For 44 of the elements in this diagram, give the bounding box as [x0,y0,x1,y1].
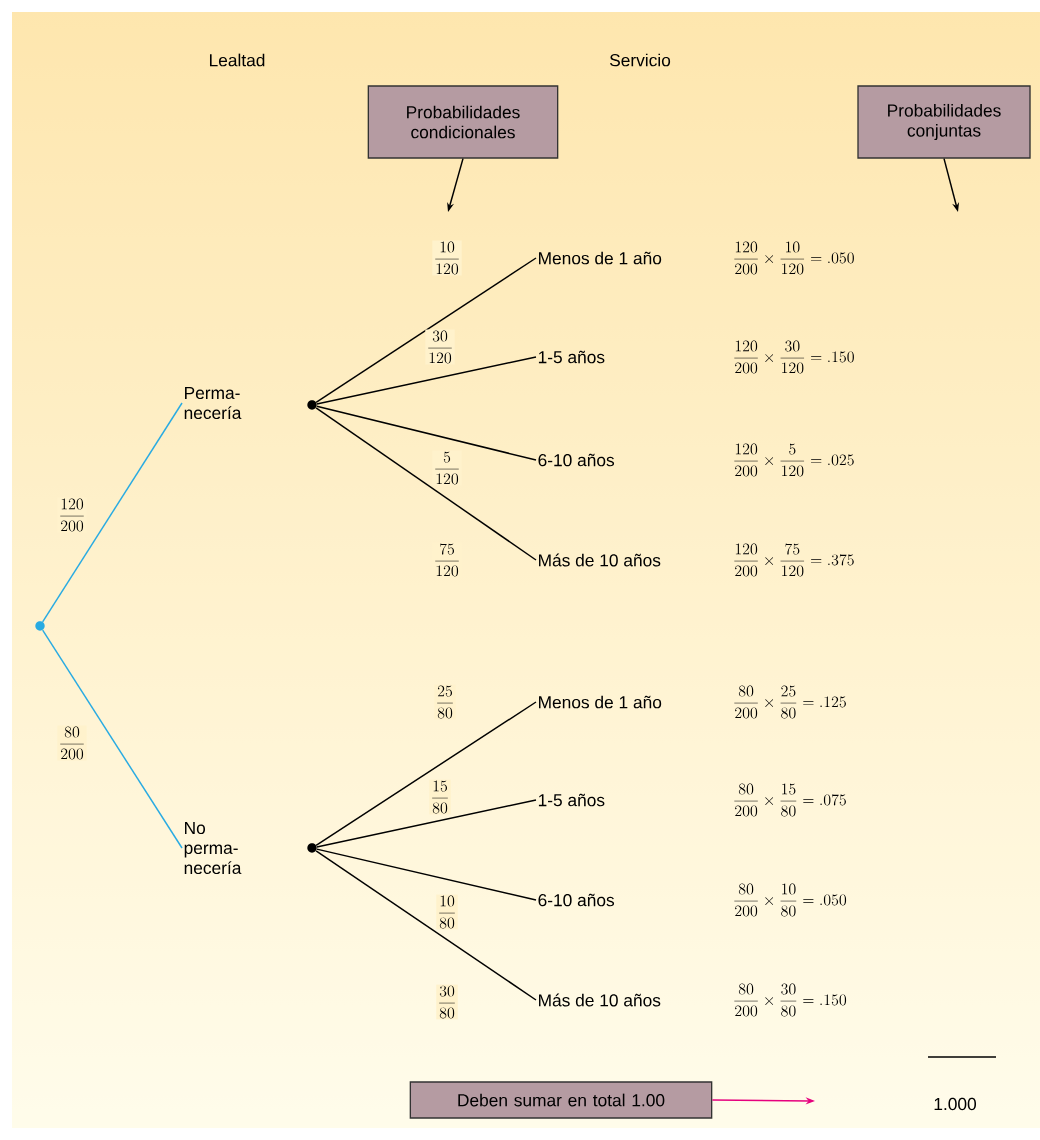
column-heading: Lealtad [210,53,265,67]
column-heading: Servicio [610,53,671,67]
branch-line [316,356,537,405]
branch-label: Menos de 1 año [539,695,662,709]
branch-label: Perma- necería [184,386,242,420]
edge-label: $\frac{5}{120}$ [432,450,462,486]
edge-label: $\frac{25}{80}$ [434,684,456,720]
edge-label: $\frac{75}{120}$ [432,542,462,578]
branch-label: 6-10 años [538,893,615,907]
product-formula: $\frac{80}{200} \times \frac{25}{80} = .125$ [734,685,846,719]
total-value: 1.000 [934,1097,976,1111]
branch-line [315,407,537,561]
edge-label: $\frac{30}{120}$ [425,329,455,365]
edge-label: $\frac{120}{200}$ [57,497,87,533]
branch-label: 1-5 años [538,350,605,364]
branch-line [315,701,537,847]
note-box: Probabilidades conjuntas [857,85,1031,159]
note-box: Probabilidades condicionales [367,85,559,159]
product-formula: $\frac{120}{200} \times \frac{30}{120} = .150$ [734,340,854,374]
branch-line [41,629,183,849]
edge-label: $\frac{15}{80}$ [429,779,451,815]
edge-label: $\frac{10}{120}$ [432,240,462,276]
product-formula: $\frac{120}{200} \times \frac{75}{120} = .375$ [734,543,854,577]
edge-label: $\frac{30}{80}$ [436,984,458,1020]
branch-label: 1-5 años [538,793,605,807]
product-formula: $\frac{80}{200} \times \frac{15}{80} = .075$ [734,783,846,817]
product-formula: $\frac{120}{200} \times \frac{10}{120} = .050$ [734,241,854,275]
branch-line [315,257,537,404]
branch-label: No perma- necería [184,821,242,875]
branch-line [316,405,537,461]
edge-label: $\frac{80}{200}$ [57,725,87,761]
branch-line [41,402,183,623]
product-formula: $\frac{80}{200} \times \frac{30}{80} = .150$ [734,983,847,1017]
branch-label: Más de 10 años [539,993,661,1007]
product-formula: $\frac{80}{200} \times \frac{10}{80} = .050$ [734,883,847,917]
branch-label: 6-10 años [538,453,615,467]
edge-label: $\frac{10}{80}$ [436,894,458,930]
note-box: Deben sumar en total 1.00 [409,1081,713,1119]
branch-label: Menos de 1 año [539,251,662,265]
branch-line [315,850,537,1001]
branch-label: Más de 10 años [539,553,661,567]
branch-line [316,848,537,901]
branch-line [316,799,537,848]
product-formula: $\frac{120}{200} \times \frac{5}{120} = .025$ [734,443,854,477]
